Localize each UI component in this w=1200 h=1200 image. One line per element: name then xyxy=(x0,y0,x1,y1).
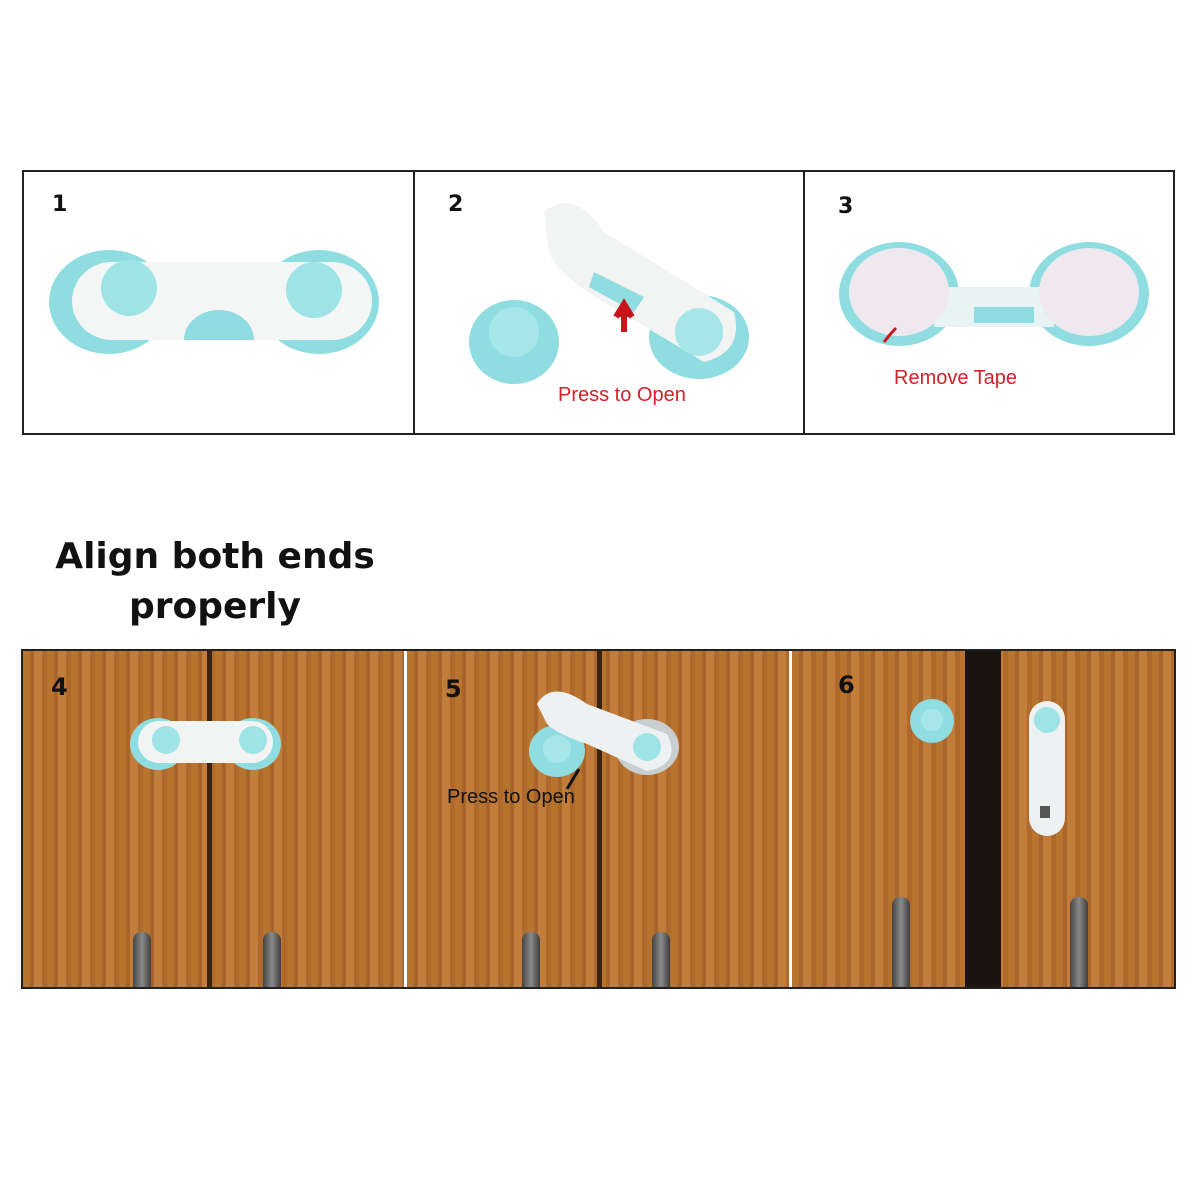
lock-illustration-open xyxy=(469,203,749,384)
divider xyxy=(803,172,805,433)
lock-parts-separated xyxy=(910,699,1065,836)
lock-on-door-closed xyxy=(130,718,281,770)
step-number-4: 4 xyxy=(51,673,68,701)
heading-line-2: properly xyxy=(128,586,301,627)
step-number-3: 3 xyxy=(838,194,854,219)
photo-step-6: 6 xyxy=(792,651,1174,987)
photo-step-4: 4 xyxy=(23,651,404,987)
heading-line-1: Align both ends xyxy=(55,536,375,577)
top-steps-panel: 1 2 Press to Open 3 Remove Tape xyxy=(22,170,1175,435)
divider xyxy=(413,172,415,433)
step2-caption: Press to Open xyxy=(558,384,686,406)
photo-steps-strip: 4 5 Press to Open 6 xyxy=(21,649,1176,989)
step-number-6: 6 xyxy=(838,671,855,699)
photo-step-5: 5 Press to Open xyxy=(407,651,789,987)
step3-caption: Remove Tape xyxy=(894,367,1018,389)
heading: Align both ends properly xyxy=(40,532,390,632)
lock-on-door-open xyxy=(529,691,679,790)
step5-caption: Press to Open xyxy=(447,786,575,808)
step-number-5: 5 xyxy=(445,675,462,703)
lock-illustration-closed xyxy=(49,250,379,354)
step-number-1: 1 xyxy=(52,192,68,217)
lock-illustration-back-tape xyxy=(839,242,1149,346)
step-number-2: 2 xyxy=(448,192,464,217)
